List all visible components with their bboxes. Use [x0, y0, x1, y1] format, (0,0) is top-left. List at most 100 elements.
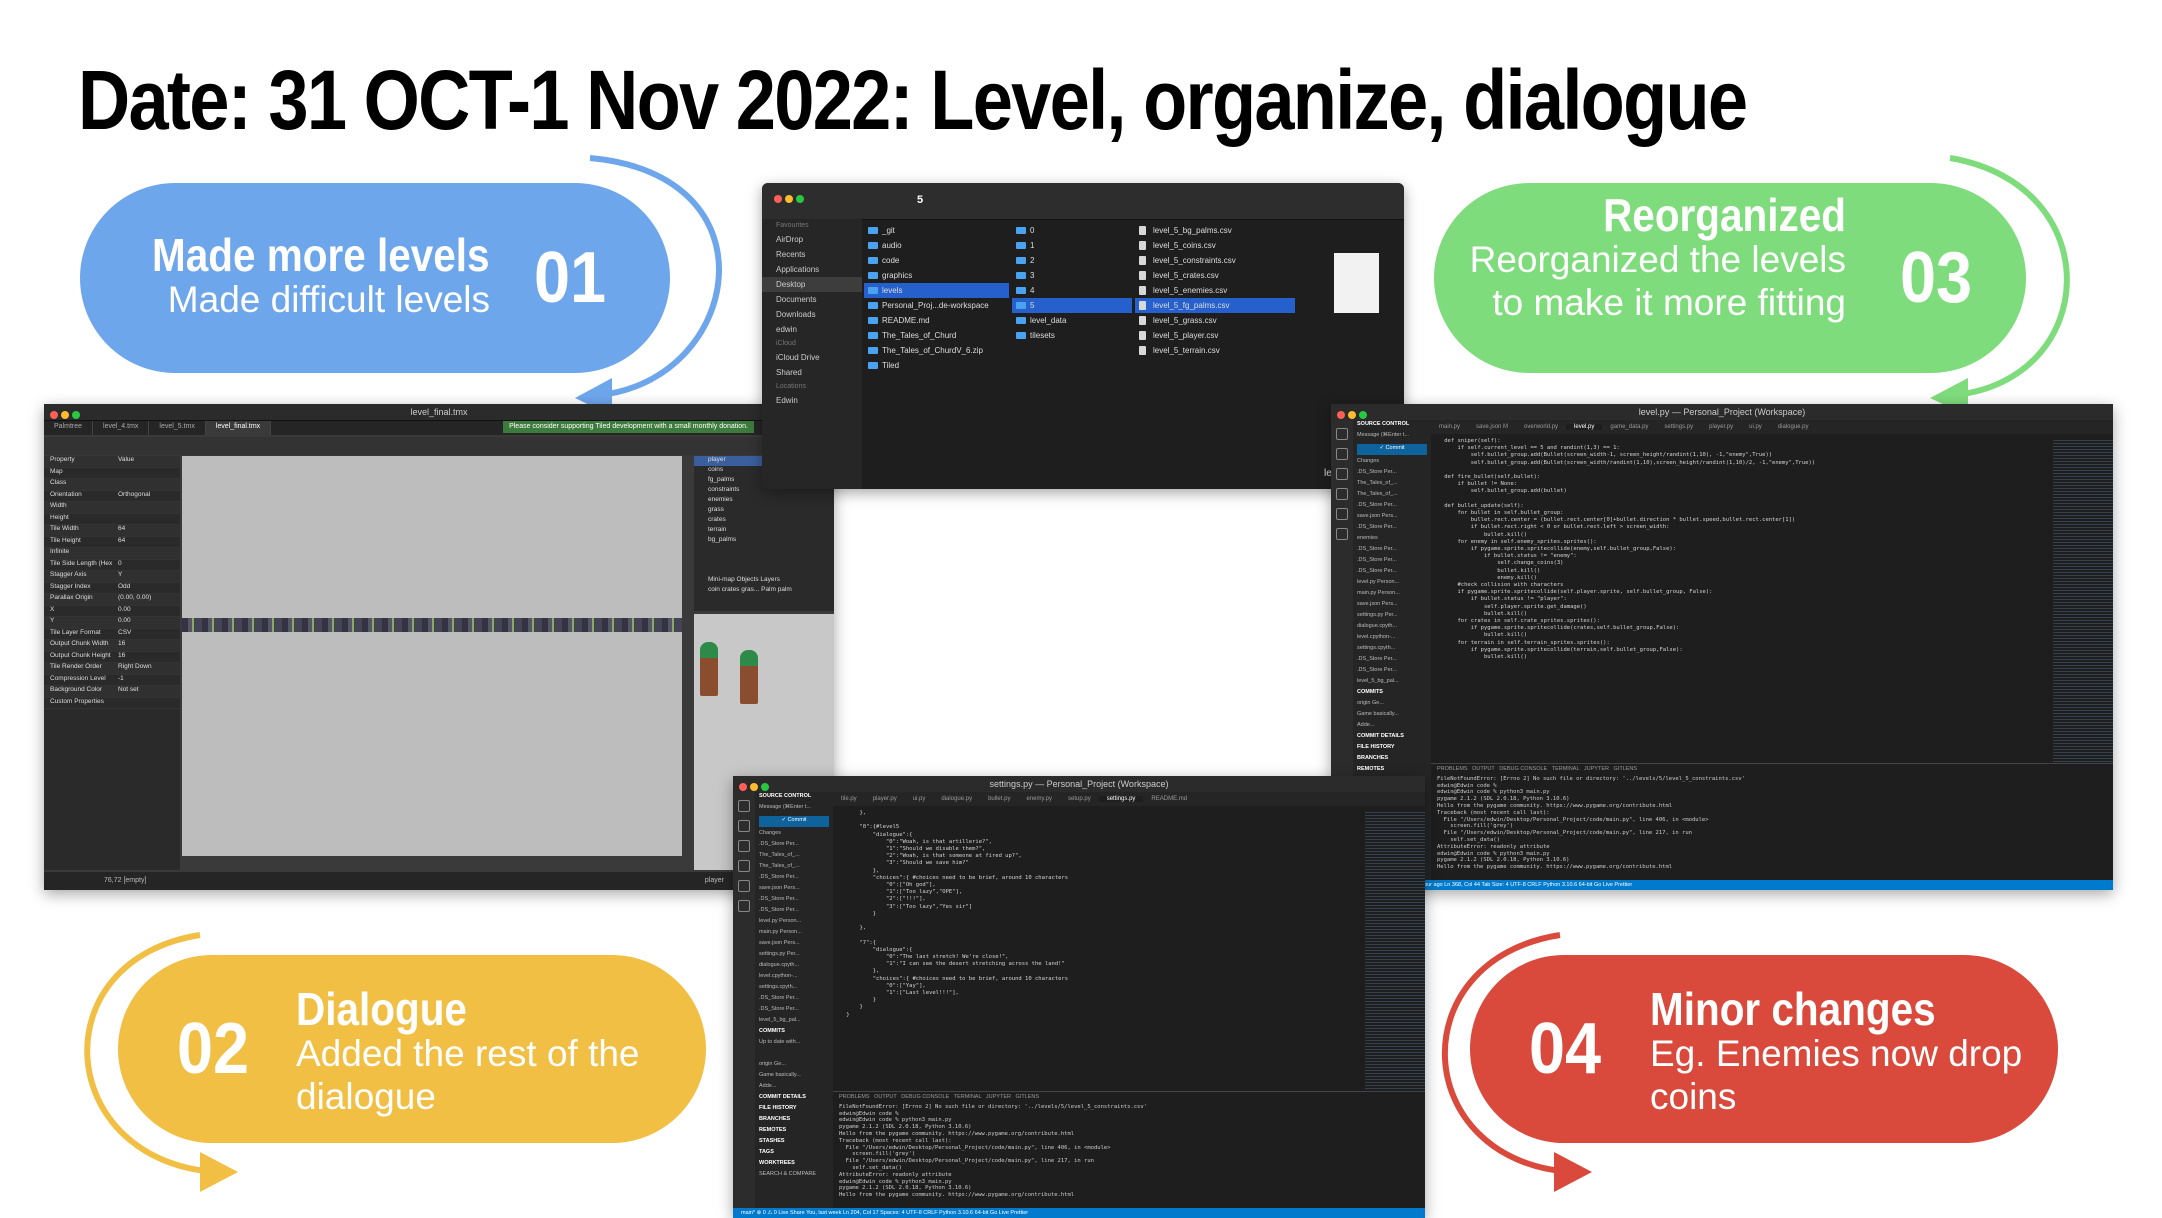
scm-item: save.json Pers...: [1357, 513, 1398, 519]
scm-item: settings.py Per...: [1357, 612, 1398, 618]
editor-tab: ui.py: [1749, 424, 1762, 430]
item-01-pill: Made more levels Made difficult levels 0…: [80, 183, 670, 373]
finder-sidebar-item: iCloud Drive: [776, 353, 820, 362]
property-row: Custom Properties: [44, 698, 180, 709]
scm-item: STASHES: [759, 1138, 785, 1144]
property-row: Tile Side Length (Hex)0: [44, 560, 180, 571]
editor-tab: ui.py: [912, 796, 926, 802]
property-value: Not set: [118, 686, 139, 693]
window-controls: [1337, 408, 1370, 424]
finder-item: level_5_coins.csv: [1135, 238, 1295, 253]
scm-item: BRANCHES: [1357, 755, 1389, 761]
scm-item: origin Ge...: [1357, 700, 1384, 706]
editor-tab: enemy.py: [1026, 796, 1053, 802]
scm-item: enemies: [1357, 535, 1378, 541]
property-value: Odd: [118, 582, 131, 590]
scm-item: .DS_Store Per...: [1357, 557, 1397, 563]
item-04-number: 04: [1529, 1009, 1602, 1089]
finder-item: Tiled: [864, 358, 1009, 373]
layer-item: constraints: [708, 486, 740, 493]
scm-item: The_Tales_of_...: [1357, 491, 1398, 497]
property-value: Y: [118, 571, 123, 578]
editor-tab: tile.py: [841, 796, 857, 802]
property-row: Background Color Not set: [44, 686, 180, 698]
vscode-minimap: [1365, 810, 1425, 1098]
property-value: [112, 502, 180, 513]
scm-item: SOURCE CONTROL: [1357, 421, 1410, 427]
editor-tab: settings.py: [1098, 796, 1144, 802]
finder-item: 4: [1012, 283, 1132, 298]
finder-item: level_5_terrain.csv: [1135, 343, 1295, 358]
finder-item: 2: [1012, 253, 1132, 268]
palm-tile: [700, 642, 718, 696]
finder-item: The_Tales_of_ChurdV_6.zip: [864, 343, 1009, 358]
property-name: Tile Layer Format: [50, 628, 101, 636]
layer-item: crates: [708, 516, 726, 523]
tiled-toolbar: [44, 437, 834, 455]
code-text: }, "0":{#level5 "dialogue":{ "0":"Woah, …: [846, 810, 1069, 1018]
finder-sidebar-item: Desktop: [762, 277, 862, 292]
finder-item: _git: [864, 223, 1009, 238]
vscode-status-bar: main* ⊗ 0 ⚠ 0 Live Share You, 1 hour ago…: [1331, 880, 2113, 890]
finder-item: level_5_enemies.csv: [1135, 283, 1295, 298]
property-value: 16: [118, 640, 126, 647]
slide-title: Date: 31 OCT-1 Nov 2022: Level, organize…: [78, 53, 1748, 147]
finder-item: README.md: [864, 313, 1009, 328]
finder-sidebar-item: AirDrop: [776, 235, 804, 244]
scm-item: The_Tales_of_...: [1357, 480, 1398, 486]
tiled-titlebar: level_final.tmx: [44, 404, 834, 421]
finder-sidebar-item: Edwin: [776, 396, 798, 405]
property-name: Width: [50, 502, 67, 509]
finder-item: level_5_player.csv: [1135, 328, 1295, 343]
scm-item: main.py Person...: [759, 929, 802, 935]
property-value: [112, 479, 180, 490]
property-name: Parallax Origin: [50, 594, 93, 601]
item-03-number: 03: [1899, 238, 1972, 318]
code-text: def sniper(self): if self.current_level …: [1444, 438, 1816, 661]
item-01-text: Made difficult levels: [167, 279, 490, 321]
property-name: Background Color: [50, 686, 103, 693]
scm-item: .DS_Store Per...: [1357, 667, 1397, 673]
scm-item: settings.cpyth...: [1357, 645, 1396, 651]
property-name: Orientation: [50, 490, 82, 498]
scm-item: origin Ge...: [759, 1061, 786, 1067]
finder-item: tilesets: [1012, 328, 1132, 343]
scm-item: Adde...: [1357, 722, 1375, 728]
terminal-text: FileNotFoundError: [Errno 2] No such fil…: [1437, 775, 1745, 871]
tiled-map-tiles: [182, 618, 682, 632]
scm-item: .DS_Store Per...: [759, 995, 799, 1001]
finder-sidebar-item: Shared: [776, 368, 802, 377]
vscode-activity-bar: [1331, 420, 1353, 880]
scm-item: Adde...: [759, 1083, 777, 1089]
layer-item: bg_palms: [708, 536, 737, 543]
property-name: Y: [50, 617, 55, 624]
property-name: Tile Width: [50, 525, 79, 532]
tiled-screenshot: level_final.tmx Palmtree level_4.tmx lev…: [44, 404, 834, 890]
scm-item: COMMIT DETAILS: [1357, 733, 1404, 739]
scm-item: .DS_Store Per...: [1357, 469, 1397, 475]
item-03-text: Reorganized the levels to make it more f…: [1469, 239, 1846, 323]
scm-item: settings.cpyth...: [759, 984, 798, 990]
finder-item: level_5_bg_palms.csv: [1135, 223, 1295, 238]
layer-item: coins: [708, 466, 724, 473]
finder-item: level_5_fg_palms.csv: [1135, 298, 1295, 313]
scm-item: main.py Person...: [1357, 590, 1400, 596]
item-04-text: Eg. Enemies now drop coins: [1650, 1033, 2023, 1117]
editor-tab: main.py: [1439, 424, 1461, 430]
finder-item: level_5_crates.csv: [1135, 268, 1295, 283]
tiled-status-layer: player: [704, 877, 724, 884]
property-value: CSV: [118, 628, 132, 636]
scm-item: WORKTREES: [759, 1160, 795, 1166]
property-row: Map: [44, 468, 180, 479]
property-row: Height: [44, 514, 180, 525]
layer-item: enemies: [708, 496, 733, 503]
terminal-text: FileNotFoundError: [Errno 2] No such fil…: [839, 1103, 1147, 1199]
property-value: [112, 514, 180, 525]
scm-item: REMOTES: [759, 1127, 787, 1133]
editor-tab: game_data.py: [1610, 424, 1649, 430]
